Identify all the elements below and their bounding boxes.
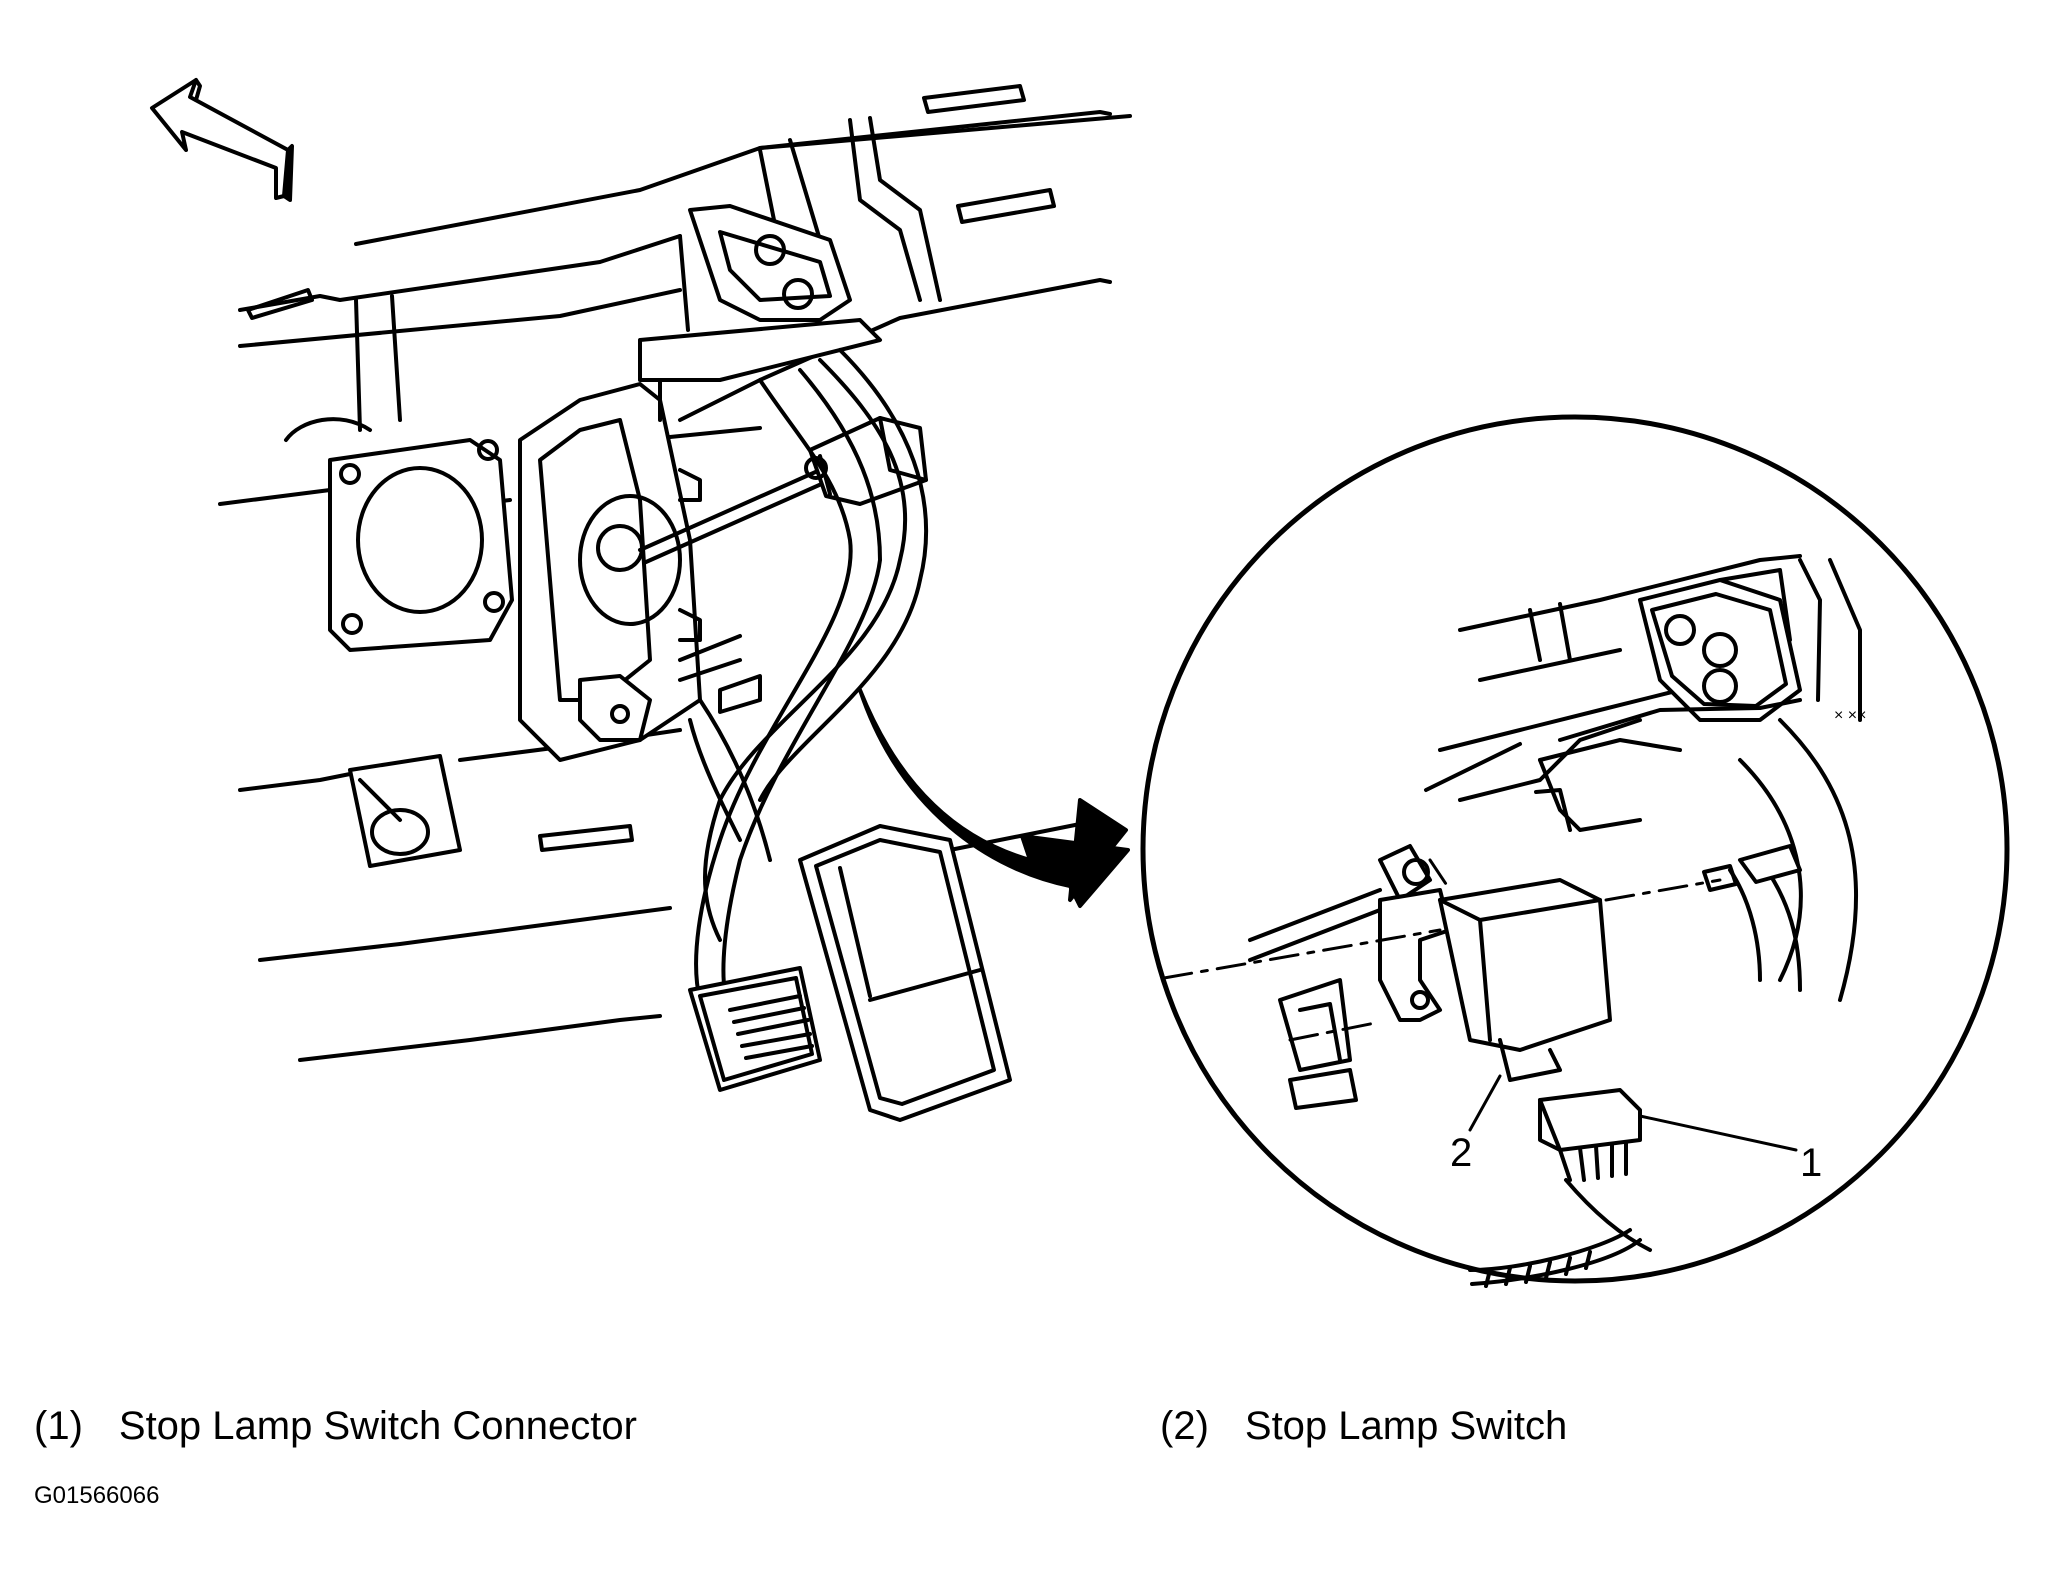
accelerator-pedal-pad [798, 824, 1012, 1122]
brake-pedal-pad [688, 966, 822, 1092]
stop-lamp-switch-connector-detail [1468, 1088, 1652, 1288]
pedal-bracket [518, 382, 702, 762]
legend-number: (2) [1160, 1404, 1209, 1448]
callout-2: 2 [1450, 1131, 1472, 1175]
stop-lamp-switch-detail [1438, 878, 1612, 1082]
detail-bracket [1534, 578, 1802, 832]
detail-marks: × ×× [1834, 707, 1866, 724]
figure-code: G01566066 [34, 1482, 160, 1509]
detail-bracket-ear [1248, 844, 1432, 1110]
upper-mount-bracket [638, 204, 882, 422]
detail-pedal-arm [1702, 718, 1859, 1002]
booster-mount-plate [284, 417, 514, 652]
legend-label: Stop Lamp Switch Connector [118, 1404, 637, 1448]
legend-item-1: (1) Stop Lamp Switch Connector [34, 1402, 637, 1450]
forward-arrow-icon [150, 78, 294, 202]
push-rod [638, 468, 828, 564]
curved-arrow-icon [858, 688, 1130, 908]
legend-label: Stop Lamp Switch [1244, 1404, 1568, 1448]
legend-number: (1) [34, 1404, 83, 1448]
legend-item-2: (2) Stop Lamp Switch [1160, 1402, 1567, 1450]
stop-lamp-switch-main [804, 416, 928, 506]
detail-circle [1140, 414, 2010, 1284]
callout-leaders [1468, 1074, 1798, 1152]
pedal-arms [678, 348, 928, 1012]
alignment-lines [1162, 858, 1722, 1042]
callout-1: 1 [1800, 1141, 1822, 1185]
floor-opening [348, 754, 462, 868]
